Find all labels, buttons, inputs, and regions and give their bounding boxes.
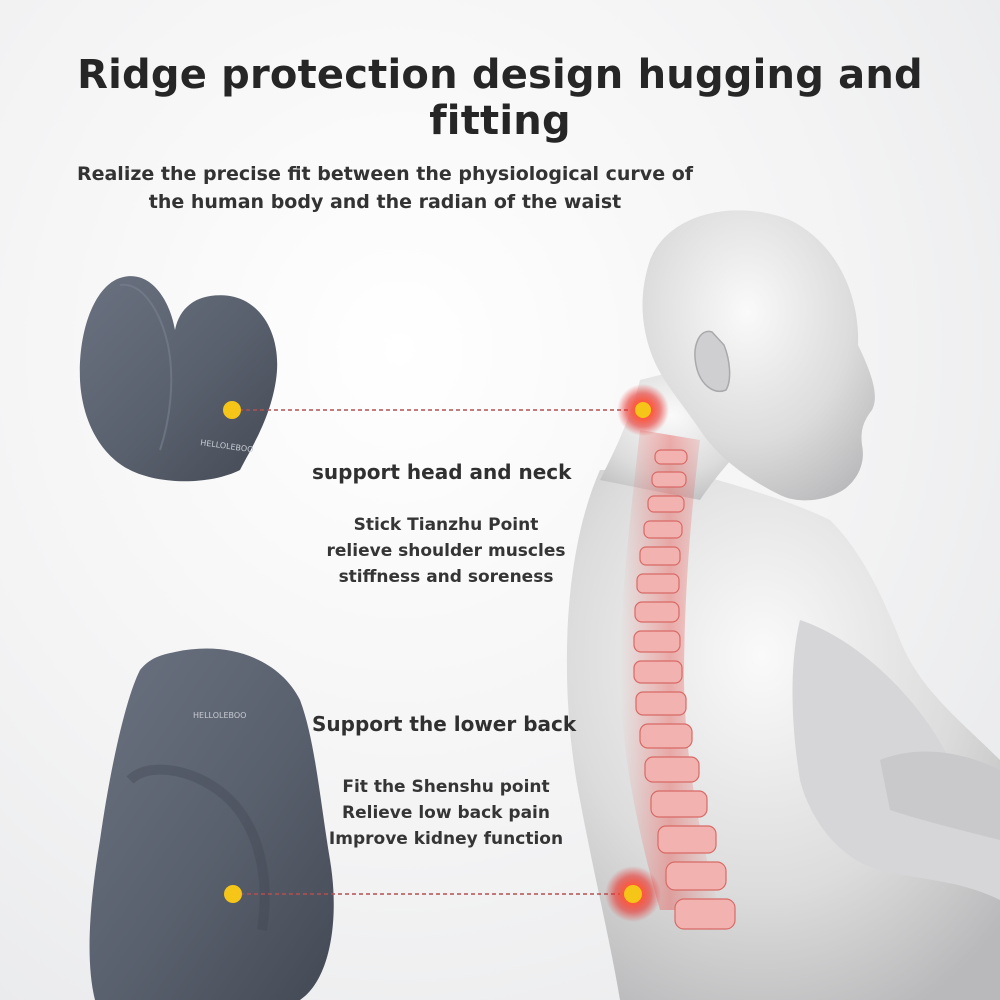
human-ear [694, 330, 731, 392]
neck-callout [223, 384, 669, 436]
neck-feature-line-3: stiffness and soreness [338, 567, 554, 587]
lumbar-feature-title: Support the lower back [312, 712, 577, 736]
lumbar-feature-description: Fit the Shenshu point Relieve low back p… [318, 774, 574, 852]
neck-pillow: HELLOLEBOO [79, 276, 278, 482]
lumbar-pillow: HELLOLEBOO [89, 648, 334, 1000]
subheadline-line-2: the human body and the radian of the wai… [148, 191, 622, 213]
lumbar-feature-line-2: Relieve low back pain [342, 803, 550, 823]
neck-feature-line-1: Stick Tianzhu Point [353, 515, 539, 535]
lumbar-feature-line-1: Fit the Shenshu point [342, 777, 550, 797]
lumbar-pillow-brand: HELLOLEBOO [193, 711, 246, 720]
subheadline: Realize the precise fit between the phys… [70, 160, 700, 216]
lumbar-callout [224, 866, 661, 922]
neck-feature-description: Stick Tianzhu Point relieve shoulder mus… [318, 512, 574, 590]
neck-feature-title: support head and neck [312, 460, 572, 484]
headline: Ridge protection design hugging and fitt… [77, 52, 923, 144]
neck-marker-dot [223, 401, 241, 419]
lumbar-marker-dot [224, 885, 242, 903]
human-forearm [880, 751, 1000, 840]
human-head [642, 210, 875, 501]
human-figure [566, 210, 1000, 1000]
spine-vertebrae [633, 449, 736, 930]
neck-feature-line-2: relieve shoulder muscles [326, 541, 566, 561]
lumbar-feature-line-3: Improve kidney function [328, 829, 564, 849]
subheadline-line-1: Realize the precise fit between the phys… [76, 163, 694, 185]
